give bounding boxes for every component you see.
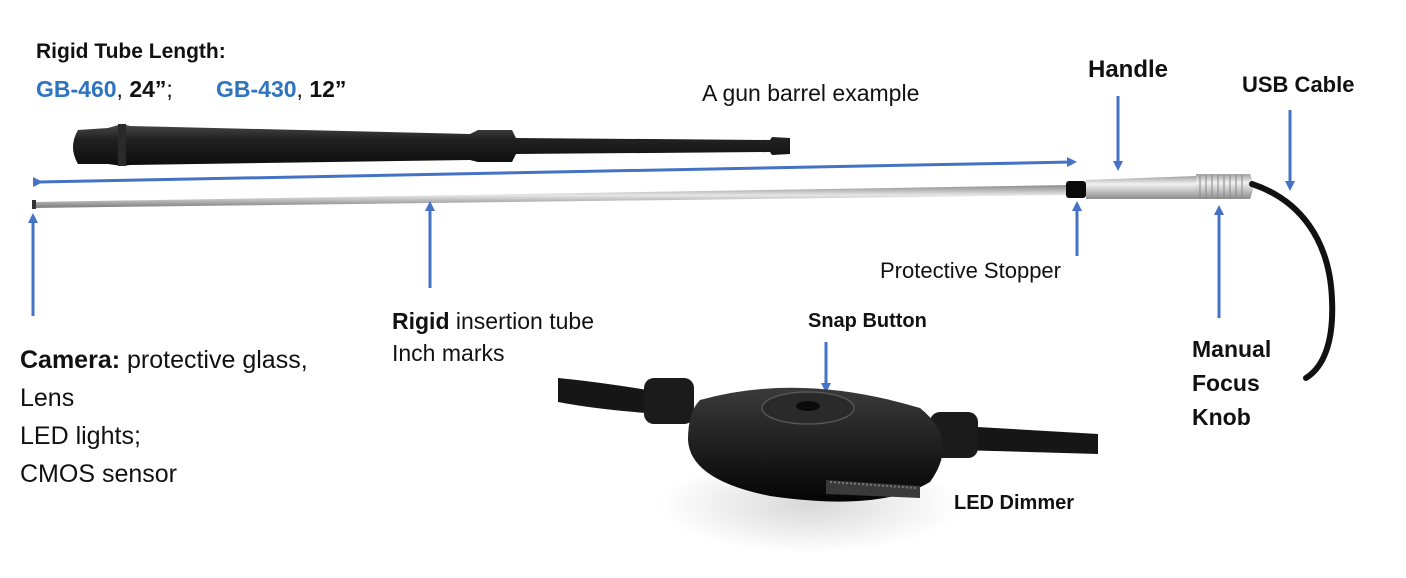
led-lights-label: LED lights; [20, 422, 141, 450]
focus-knob-label-2: Focus [1192, 370, 1260, 396]
tube-length-heading: Rigid Tube Length: [36, 40, 226, 63]
gun-barrel-label: A gun barrel example [702, 80, 920, 106]
gun-barrel-image [73, 124, 790, 166]
snap-button-label: Snap Button [808, 310, 927, 332]
handle-label: Handle [1088, 56, 1169, 83]
camera-bold: Camera: [20, 346, 121, 374]
tube-length-arrow [32, 157, 1077, 188]
handle-body [1086, 174, 1253, 199]
usb-cable [1249, 181, 1336, 381]
model-gb430: GB-430 [216, 76, 297, 102]
model-sep-a: , [116, 76, 130, 102]
led-dimmer-image [558, 378, 1098, 553]
protective-stopper-label: Protective Stopper [880, 258, 1061, 283]
protective-stopper [1066, 181, 1086, 198]
length-12: 12” [309, 76, 347, 102]
rigid-insertion-tube [32, 185, 1070, 209]
inch-marks-label: Inch marks [392, 340, 505, 366]
rigid-rest: insertion tube [449, 308, 594, 334]
tube-length-models: GB-460, 24”; [36, 76, 173, 102]
led-dimmer-label: LED Dimmer [954, 492, 1075, 514]
rigid-tube-label: Rigid insertion tube [392, 308, 594, 334]
camera-rest: protective glass, [120, 346, 308, 374]
focus-knob-label-3: Knob [1192, 404, 1251, 430]
focus-knob-label-1: Manual [1192, 336, 1272, 362]
lens-label: Lens [20, 384, 75, 412]
rigid-bold: Rigid [392, 308, 450, 334]
model-gb460: GB-460 [36, 76, 117, 102]
cmos-label: CMOS sensor [20, 460, 177, 488]
camera-label: Camera: protective glass, [20, 346, 308, 375]
usb-cable-label: USB Cable [1242, 72, 1355, 97]
model-sep-c: , [296, 76, 310, 102]
model-sep-b: ; [166, 76, 173, 102]
tube-length-models-b: GB-430, 12” [216, 76, 346, 102]
length-24: 24” [129, 76, 167, 102]
